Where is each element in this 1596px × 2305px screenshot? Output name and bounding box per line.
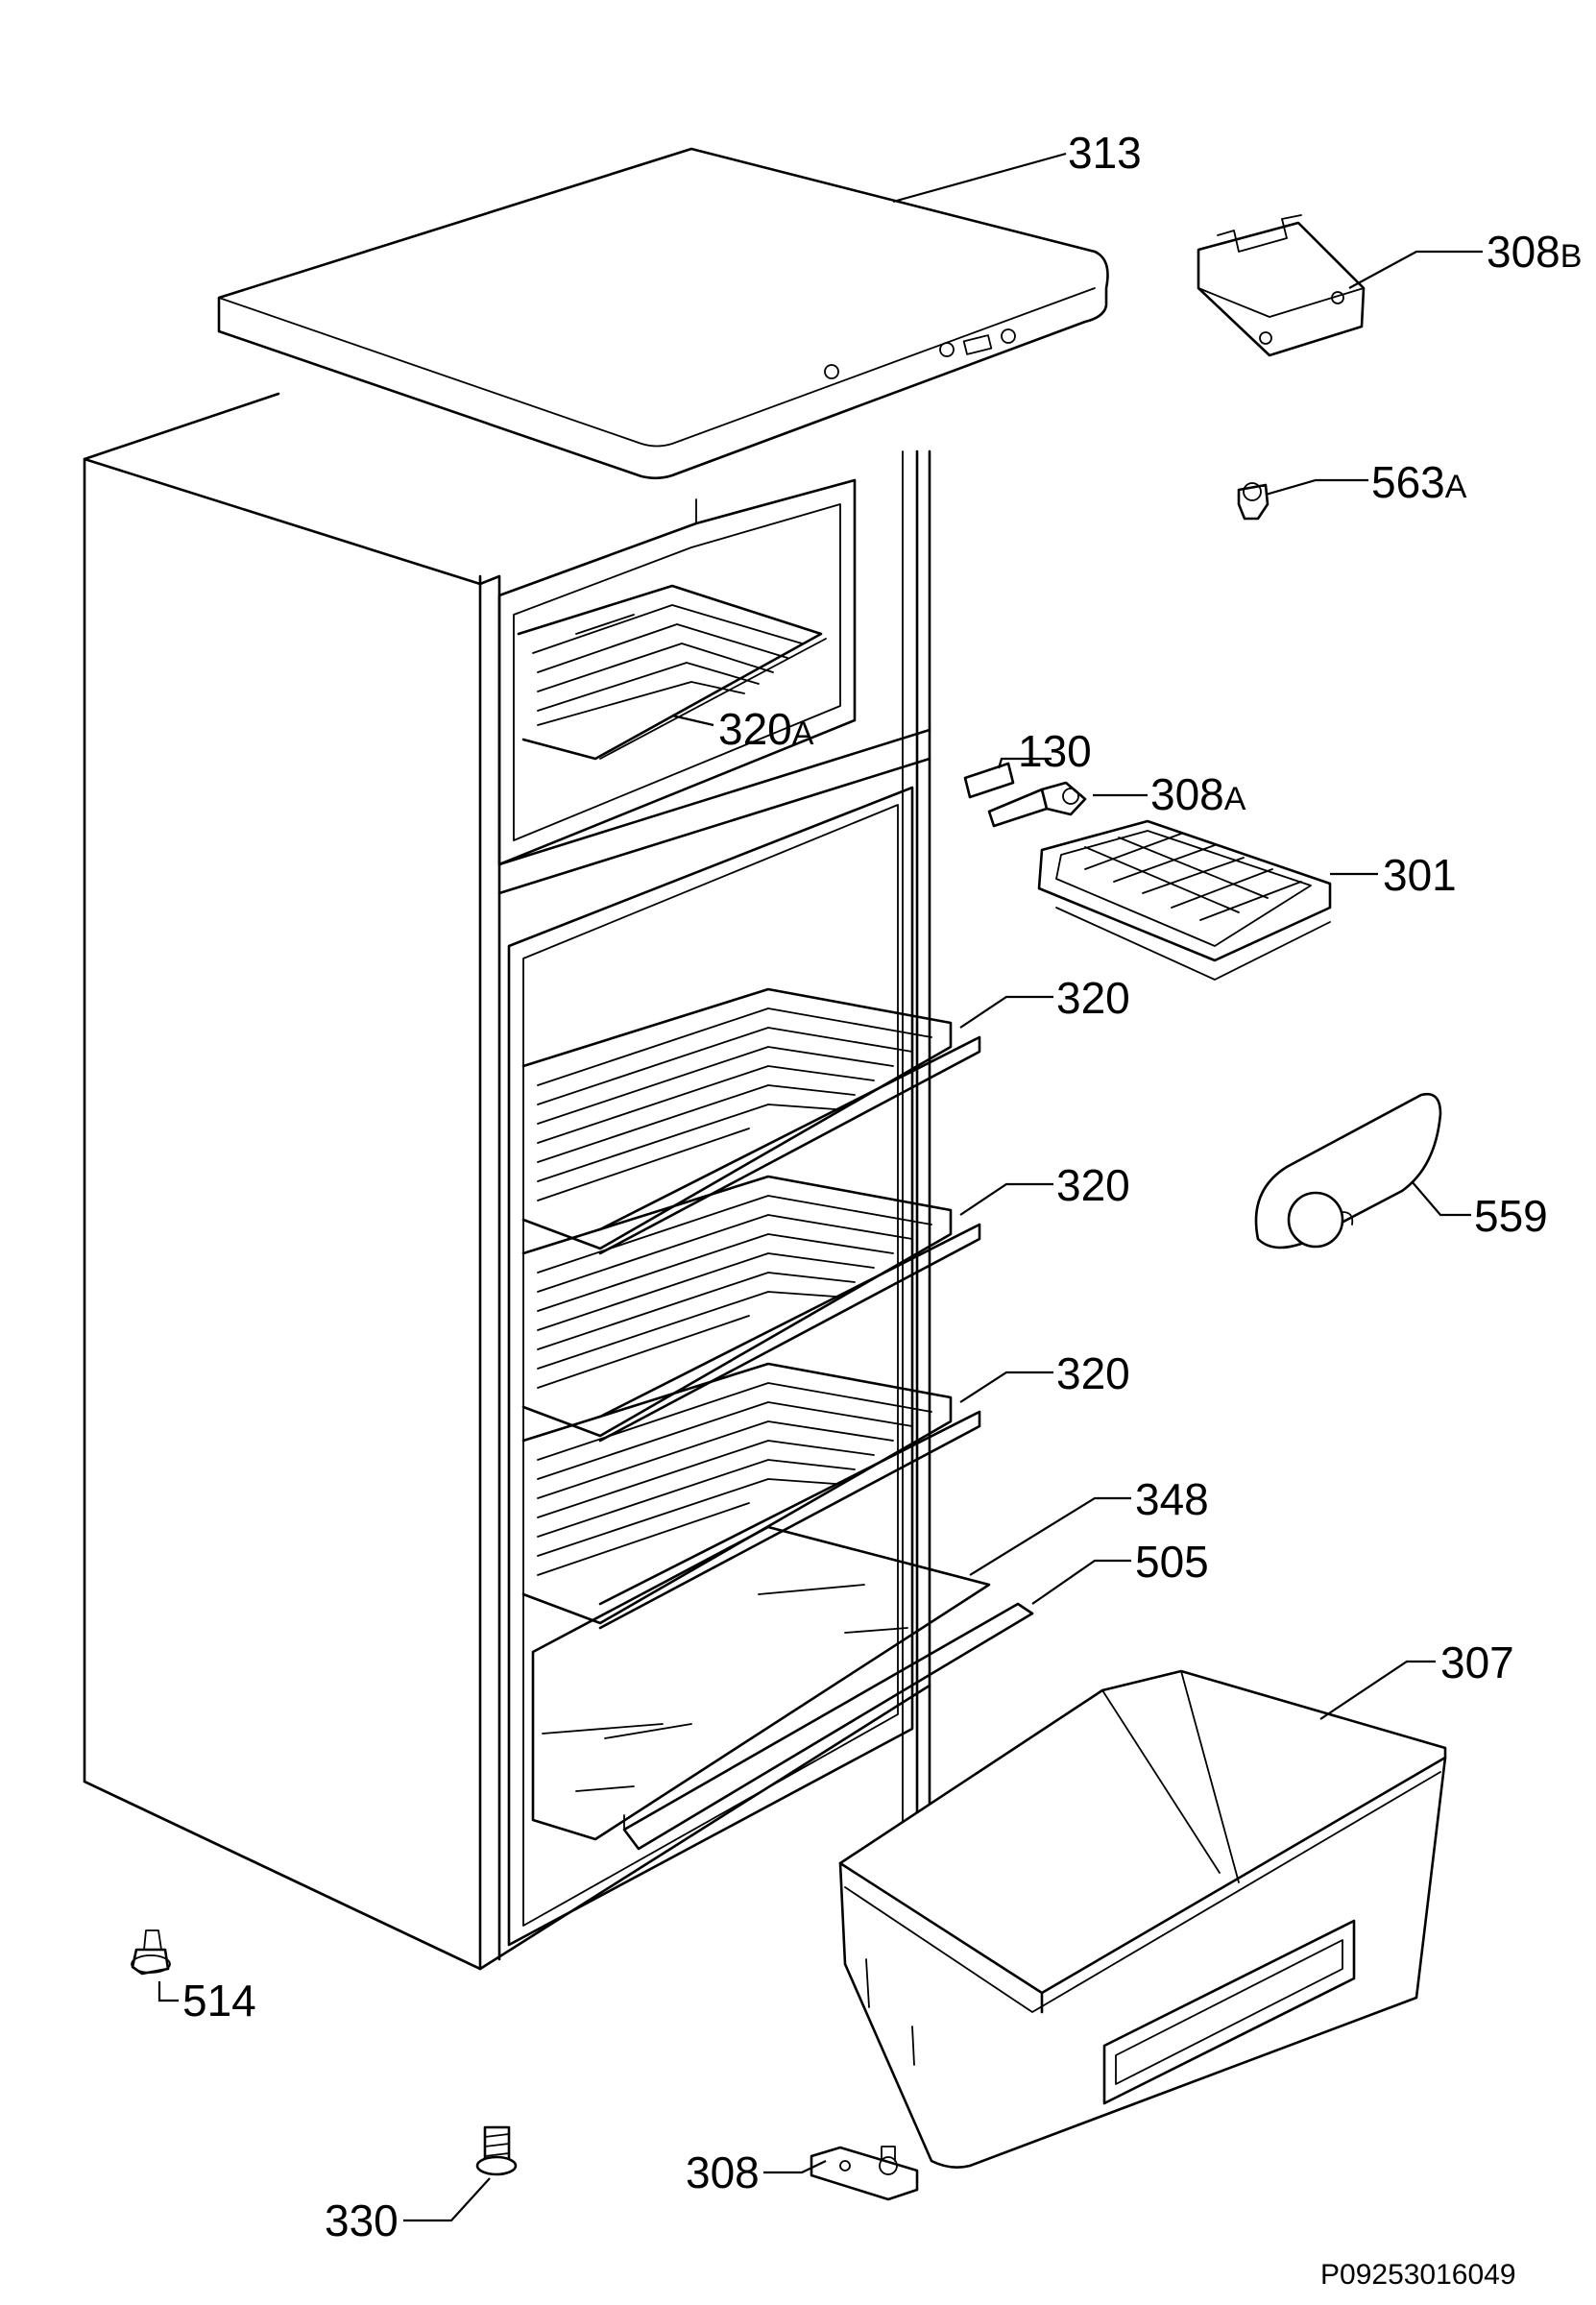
label-505: 505 [1135, 1537, 1209, 1587]
shelf-rail-505 [622, 1602, 1034, 1851]
part-labels: 313 308B 563A 320A 130 308A 301 320 559 … [182, 128, 1582, 2291]
label-320-top: 320 [1056, 973, 1130, 1023]
label-514: 514 [182, 1976, 256, 2026]
label-308a: 308A [1150, 769, 1246, 819]
fridge-shelf-320-bottom [521, 1362, 981, 1630]
label-330: 330 [325, 2196, 399, 2245]
fridge-shelf-320-top [521, 987, 981, 1255]
hinge-308a [1040, 781, 1087, 816]
knob-housing-559 [1254, 1092, 1442, 1250]
hinge-308 [810, 2146, 919, 2201]
leader-lines [157, 152, 1483, 2222]
crisper-drawer-307 [838, 1669, 1447, 2169]
top-cover-313 [217, 147, 1109, 480]
label-320a: 320A [718, 704, 814, 754]
hinge-bracket-130 [963, 762, 1049, 828]
foot-514 [131, 1929, 171, 1976]
label-348: 348 [1135, 1474, 1209, 1524]
label-308b: 308B [1487, 227, 1582, 277]
ice-tray-301 [1037, 819, 1332, 981]
freezer-shelf-320a [517, 584, 827, 761]
cabinet-body [83, 392, 931, 2014]
label-559: 559 [1474, 1191, 1548, 1241]
glass-shelf-348 [531, 1525, 991, 1841]
label-563a: 563A [1371, 457, 1467, 507]
label-130: 130 [1018, 726, 1092, 776]
label-301: 301 [1383, 850, 1457, 900]
label-320-middle: 320 [1056, 1160, 1130, 1210]
screw-330 [475, 2125, 518, 2176]
label-313: 313 [1068, 128, 1142, 178]
pin-563a [1237, 482, 1270, 521]
label-307: 307 [1440, 1638, 1514, 1687]
label-320-bottom: 320 [1056, 1348, 1130, 1398]
hinge-308b [1197, 214, 1366, 357]
drawing-code: P09253016049 [1320, 2259, 1516, 2291]
fridge-shelf-320-middle [521, 1175, 981, 1443]
label-308: 308 [686, 2147, 760, 2197]
